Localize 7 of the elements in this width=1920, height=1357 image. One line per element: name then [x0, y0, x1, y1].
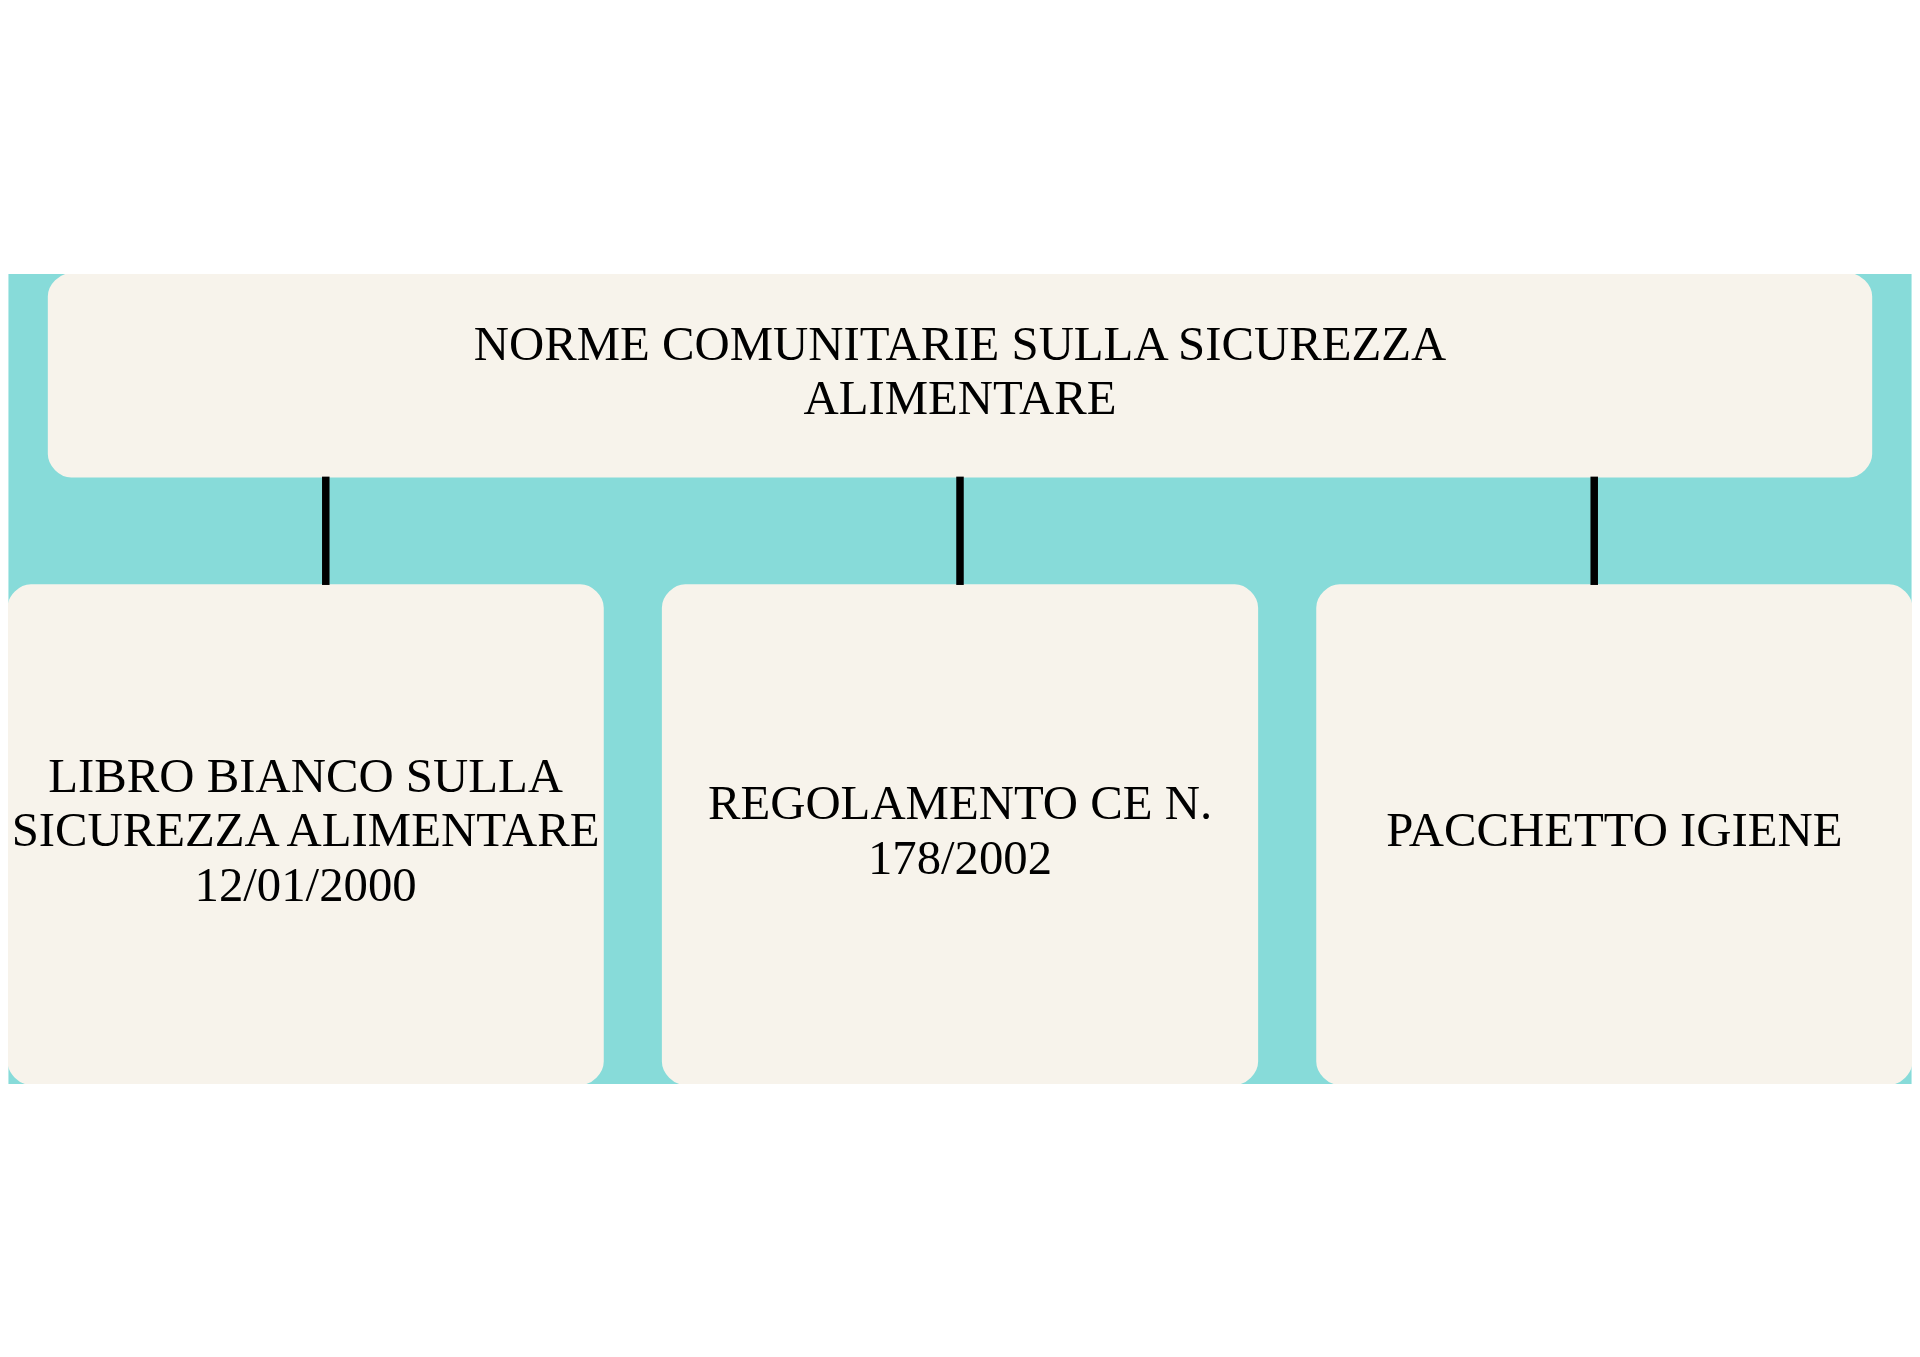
node-box: NORME COMUNITARIE SULLA SICUREZZA ALIMENTARE	[47, 273, 1873, 477]
connector	[322, 476, 330, 585]
node-box: LIBRO BIANCO SULLA SICUREZZA ALIMENTARE 12/01/2000	[8, 583, 604, 1084]
node-box: PACCHETTO IGIENE	[1316, 583, 1912, 1084]
connector	[1590, 476, 1598, 585]
node-box: REGOLAMENTO CE N. 178/2002	[661, 583, 1259, 1084]
connector	[956, 476, 964, 585]
